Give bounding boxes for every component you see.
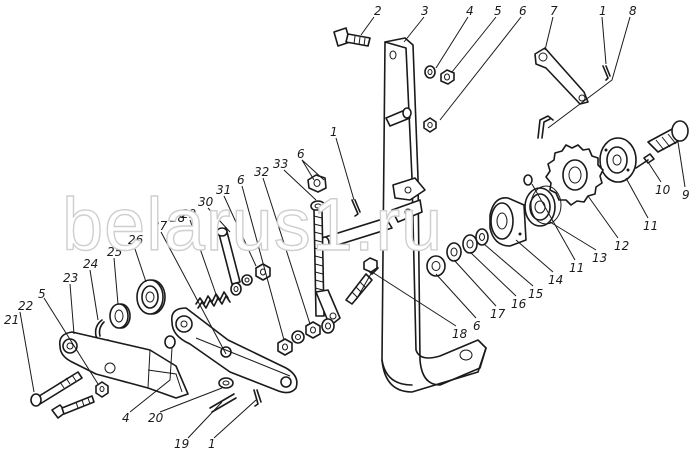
- washer-32: [321, 318, 335, 334]
- callout-6-left: 6: [237, 173, 245, 187]
- callout-16: 16: [511, 297, 527, 311]
- callout-5-top: 5: [494, 4, 502, 18]
- callout-18: 18: [452, 327, 468, 341]
- callout-6-top: 6: [519, 4, 527, 18]
- nut-6-mid: [277, 338, 293, 356]
- washer-4-lower: [164, 335, 176, 349]
- washer-17b: [426, 255, 446, 277]
- pin-8: [537, 115, 554, 139]
- callout-4-top: 4: [466, 4, 474, 18]
- washer-17a: [446, 242, 462, 262]
- arm-23: [58, 331, 189, 399]
- callout-9: 9: [682, 188, 690, 202]
- callout-2: 2: [374, 4, 382, 18]
- callout-25: 25: [107, 245, 122, 259]
- nut-32: [305, 321, 321, 339]
- callout-12: 12: [614, 239, 629, 253]
- callout-26: 26: [128, 233, 144, 247]
- watermark-text: belarus1.ru: [62, 183, 443, 266]
- nut-6-lower: [363, 257, 378, 273]
- callout-32: 32: [254, 165, 269, 179]
- cotter-pin-1-middle: [351, 199, 361, 217]
- bolt-5-lower: [51, 395, 95, 419]
- callout-6-right: 6: [473, 319, 481, 333]
- shaft-9: [647, 120, 689, 153]
- callout-14: 14: [548, 273, 563, 287]
- lever-7: [534, 47, 589, 105]
- callout-24: 24: [83, 257, 98, 271]
- bearing-13: [524, 185, 562, 227]
- washer-6-mid: [291, 330, 305, 344]
- callout-numbers: 2 3 4 5 6 7 1 8 9 10 11 12 13 11 14 15 1…: [4, 4, 690, 451]
- bearing-25: [109, 303, 131, 329]
- callout-20: 20: [148, 411, 164, 425]
- callout-33: 33: [273, 157, 288, 171]
- threaded-rod: [313, 209, 341, 327]
- sprocket-12: [545, 144, 604, 206]
- callout-10: 10: [655, 183, 671, 197]
- main-bracket: [381, 37, 487, 393]
- callout-11-left: 11: [569, 261, 584, 275]
- bolt-10: [635, 153, 655, 169]
- nut-22: [95, 381, 109, 398]
- lever-27: [170, 307, 298, 394]
- callout-15: 15: [528, 287, 543, 301]
- callout-7: 7: [550, 4, 558, 18]
- bearing-26: [136, 279, 166, 315]
- nut-6-rod-top: [307, 174, 327, 193]
- nut-6-bracket: [423, 117, 437, 133]
- callout-3: 3: [421, 4, 429, 18]
- bolt-21: [30, 371, 83, 407]
- callout-1-top: 1: [599, 4, 607, 18]
- callout-4-lower: 4: [122, 411, 130, 425]
- callout-5-lower: 5: [38, 287, 46, 301]
- pin-29: [216, 227, 241, 285]
- callout-23: 23: [63, 271, 78, 285]
- callout-8: 8: [629, 4, 637, 18]
- washer-30: [230, 282, 242, 296]
- washer-4-top: [424, 65, 436, 79]
- callout-13: 13: [592, 251, 607, 265]
- hub-14: [489, 197, 527, 247]
- nut-31: [255, 263, 271, 281]
- cotter-pin-1-lower: [253, 389, 262, 407]
- pin-19: [209, 393, 237, 413]
- callout-1-middle: 1: [330, 125, 338, 139]
- washer-16: [462, 234, 478, 254]
- washer-20: [218, 377, 234, 389]
- callout-22: 22: [18, 299, 33, 313]
- washer-15: [475, 228, 489, 246]
- cotter-pin-1-top: [602, 65, 611, 81]
- callout-31: 31: [216, 183, 231, 197]
- callout-28: 28: [170, 211, 186, 225]
- washer-31: [241, 274, 253, 286]
- bolt-2: [333, 27, 371, 47]
- callout-6-rod: 6: [297, 147, 305, 161]
- callout-19: 19: [174, 437, 189, 451]
- callout-11-right: 11: [643, 219, 658, 233]
- callout-21: 21: [4, 313, 19, 327]
- nut-5-top: [440, 69, 455, 85]
- disc-11-right: [599, 137, 637, 183]
- spring-28: [195, 291, 231, 309]
- washer-11-left: [523, 174, 533, 186]
- callout-29: 29: [181, 207, 196, 221]
- callout-1-lower: 1: [208, 437, 216, 451]
- leader-lines: [19, 16, 686, 439]
- callout-17: 17: [490, 307, 506, 321]
- callout-30: 30: [198, 195, 214, 209]
- callout-27: 27: [152, 219, 168, 233]
